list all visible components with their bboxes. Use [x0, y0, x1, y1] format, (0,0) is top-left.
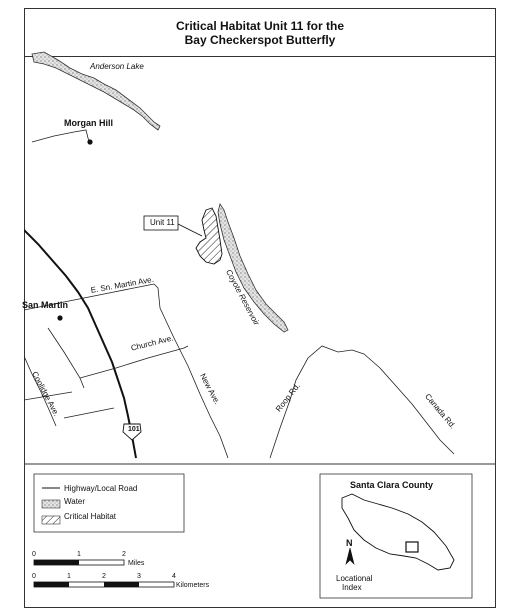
morgan-hill-road: [31, 129, 91, 145]
morgan-hill-label: Morgan Hill: [64, 118, 113, 128]
anderson-lake-water: [31, 51, 161, 131]
santa-clara-county-outline: [341, 493, 455, 571]
coyote-reservoir-water: [217, 203, 289, 333]
anderson-lake-label: Anderson Lake: [90, 62, 144, 71]
scale-km-tick-4: 4: [172, 573, 176, 580]
road-roop: [269, 345, 365, 459]
scale-km-fill-1: [34, 582, 69, 587]
legend-water-label: Water: [64, 497, 86, 506]
unit-11-habitat: [195, 207, 223, 265]
scale-km-tick-0: 0: [32, 573, 36, 580]
legend-habitat-swatch: [41, 515, 61, 525]
legend-water-swatch: [41, 499, 61, 509]
scale-miles-tick-2: 2: [122, 551, 126, 558]
north-arrow-icon: [345, 547, 355, 565]
san-martin-dot: [57, 315, 63, 321]
title-line-1: Critical Habitat Unit 11 for the: [175, 19, 345, 33]
legend-road-label: Highway/Local Road: [64, 484, 138, 493]
map-title: Critical Habitat Unit 11 for the Bay Che…: [25, 9, 495, 57]
scale-miles-tick-1: 1: [77, 551, 81, 558]
highway-shield-number: 101: [128, 426, 140, 433]
road-new-ave: [159, 307, 229, 459]
road-e-san-martin-east: [153, 283, 161, 309]
scale-miles-fill: [34, 560, 79, 565]
scale-miles-tick-0: 0: [32, 551, 36, 558]
road-canada: [363, 353, 455, 455]
scale-km-fill-2: [104, 582, 139, 587]
title-line-2: Bay Checkerspot Butterfly: [184, 33, 336, 47]
san-martin-label: San Martin: [22, 300, 69, 310]
highway-101: [24, 229, 137, 459]
inset-caption-1: Locational: [336, 574, 373, 583]
inset-title: Santa Clara County: [350, 480, 434, 490]
road-church-ave: [79, 345, 189, 379]
legend-habitat-label: Critical Habitat: [64, 512, 117, 521]
scale-km-unit: Kilometers: [176, 582, 210, 589]
morgan-hill-dot: [87, 139, 93, 145]
road-e-san-martin: [24, 283, 155, 311]
locator-square: [405, 541, 419, 553]
unit-11-leader: [177, 223, 203, 237]
north-label: N: [346, 538, 353, 548]
unit-11-label-box: [143, 215, 179, 231]
road-connector-1: [24, 391, 73, 401]
scale-miles-unit: Miles: [128, 560, 145, 567]
map-canvas: [24, 51, 496, 599]
scale-km-tick-3: 3: [137, 573, 141, 580]
scale-km-tick-1: 1: [67, 573, 71, 580]
scale-km-tick-2: 2: [102, 573, 106, 580]
road-connector-2: [63, 407, 115, 419]
highway-shield-icon: [122, 423, 142, 441]
road-connector-3: [47, 327, 85, 389]
unit-11-label: Unit 11: [150, 218, 175, 227]
road-coolidge: [24, 355, 57, 427]
inset-caption-2: Index: [342, 583, 362, 592]
